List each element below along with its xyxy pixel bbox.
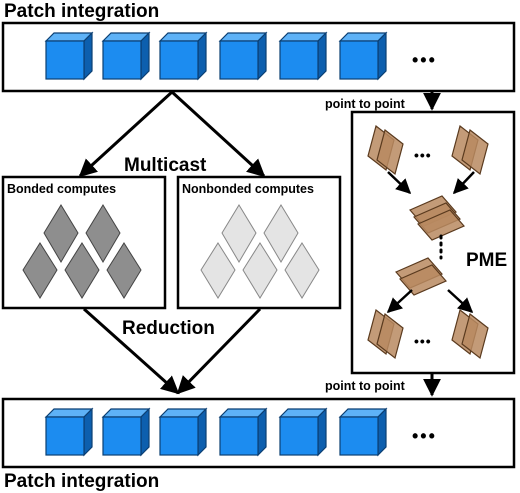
- patch-cube-icon: [339, 408, 387, 456]
- bonded-diamond-icon: [22, 242, 58, 299]
- pme-box: ••• PME •••: [350, 110, 516, 375]
- pme-arrow: [447, 289, 474, 314]
- nonbonded-diamond-icon: [263, 204, 299, 263]
- bonded-computes-box: Bonded computes: [1, 175, 167, 310]
- point-to-point-bottom-label: point to point: [325, 379, 406, 393]
- bonded-diamond-icon: [64, 242, 100, 299]
- bonded-diamond-icon: [85, 204, 121, 263]
- pme-arrow: [452, 171, 475, 195]
- patch-cube-icon: [45, 32, 93, 80]
- nonbonded-diamond-icon: [200, 242, 236, 299]
- bottom-patch-box: •••: [1, 397, 516, 469]
- patch-cube-icon: [219, 408, 267, 456]
- pme-arrow: [386, 289, 413, 314]
- ellipsis-icon: •••: [412, 50, 437, 70]
- patch-cube-icon: [159, 32, 207, 80]
- top-patch-box: •••: [1, 21, 516, 93]
- pme-arrow: [387, 171, 412, 195]
- nonbonded-computes-label: Nonbonded computes: [182, 182, 314, 196]
- bonded-computes-label: Bonded computes: [7, 182, 116, 196]
- patch-cube-icon: [279, 32, 327, 80]
- pme-ellipsis-icon: •••: [414, 333, 432, 349]
- reduction-arrows: [83, 307, 262, 395]
- point-to-point-top-label: point to point: [325, 97, 406, 111]
- nonbonded-computes-box: Nonbonded computes: [176, 175, 342, 310]
- bonded-diamond-icon: [106, 242, 142, 299]
- multicast-label: Multicast: [124, 155, 207, 176]
- multicast-arrows: [78, 90, 266, 178]
- top-title: Patch integration: [4, 1, 159, 22]
- patch-cube-icon: [102, 408, 150, 456]
- patch-cube-icon: [45, 408, 93, 456]
- patch-cube-icon: [102, 32, 150, 80]
- patch-cube-icon: [279, 408, 327, 456]
- bottom-title: Patch integration: [4, 471, 159, 492]
- patch-cube-icon: [339, 32, 387, 80]
- patch-cube-icon: [159, 408, 207, 456]
- nonbonded-diamond-icon: [221, 204, 257, 263]
- reduction-label: Reduction: [122, 318, 215, 339]
- pme-label: PME: [466, 250, 507, 271]
- ellipsis-icon: •••: [412, 426, 437, 446]
- nonbonded-diamond-icon: [284, 242, 320, 299]
- pme-ellipsis-icon: •••: [414, 147, 432, 163]
- bonded-diamond-icon: [43, 204, 79, 263]
- nonbonded-diamond-icon: [242, 242, 278, 299]
- patch-cube-icon: [219, 32, 267, 80]
